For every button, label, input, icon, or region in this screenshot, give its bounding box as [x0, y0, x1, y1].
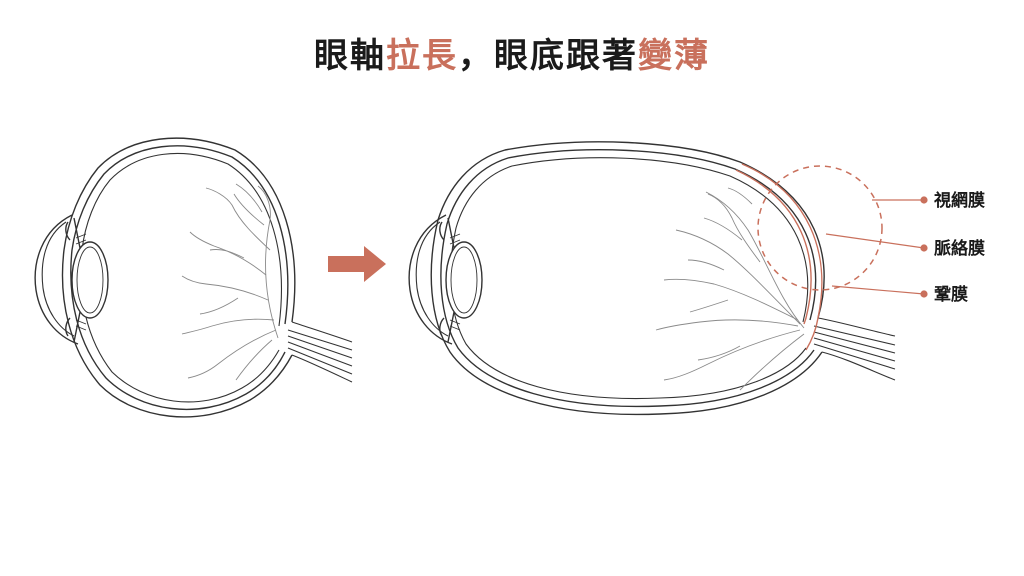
normal-eye-cornea	[34, 214, 79, 345]
normal-eye-choroid	[70, 145, 289, 411]
label-sclera: 鞏膜	[934, 284, 968, 305]
normal-eye-sclera	[61, 137, 296, 418]
myopic-eye-retina	[450, 157, 809, 400]
myopic-eye-choroid	[440, 149, 817, 408]
myopic-eye-vessels	[655, 187, 805, 391]
thinning-highlight	[735, 163, 823, 351]
myopic-eye-lens	[445, 241, 483, 319]
myopic-eye-iris	[439, 217, 455, 343]
callout-lines	[825, 196, 928, 298]
normal-eye-lens	[71, 241, 109, 319]
label-retina: 視網膜	[933, 190, 985, 211]
arrow-icon	[328, 246, 386, 282]
title-part-3: ，眼底跟著	[458, 36, 638, 76]
page-title: 眼軸拉長，眼底跟著變薄	[0, 28, 1024, 77]
title-part-1: 眼軸	[314, 36, 386, 76]
normal-eye-retina	[80, 153, 282, 403]
label-choroid: 脈絡膜	[934, 238, 985, 259]
myopic-eye-sclera	[430, 141, 825, 416]
normal-eye	[34, 137, 353, 418]
myopic-eye-cornea	[408, 214, 453, 345]
normal-eye-vessels	[181, 183, 279, 381]
title-part-4-highlight: 變薄	[638, 36, 710, 76]
normal-eye-optic-nerve	[287, 321, 353, 383]
zoom-circle	[757, 165, 883, 291]
normal-eye-iris	[65, 217, 81, 343]
myopic-eye-optic-nerve	[813, 317, 896, 381]
title-part-2-highlight: 拉長	[386, 36, 458, 76]
